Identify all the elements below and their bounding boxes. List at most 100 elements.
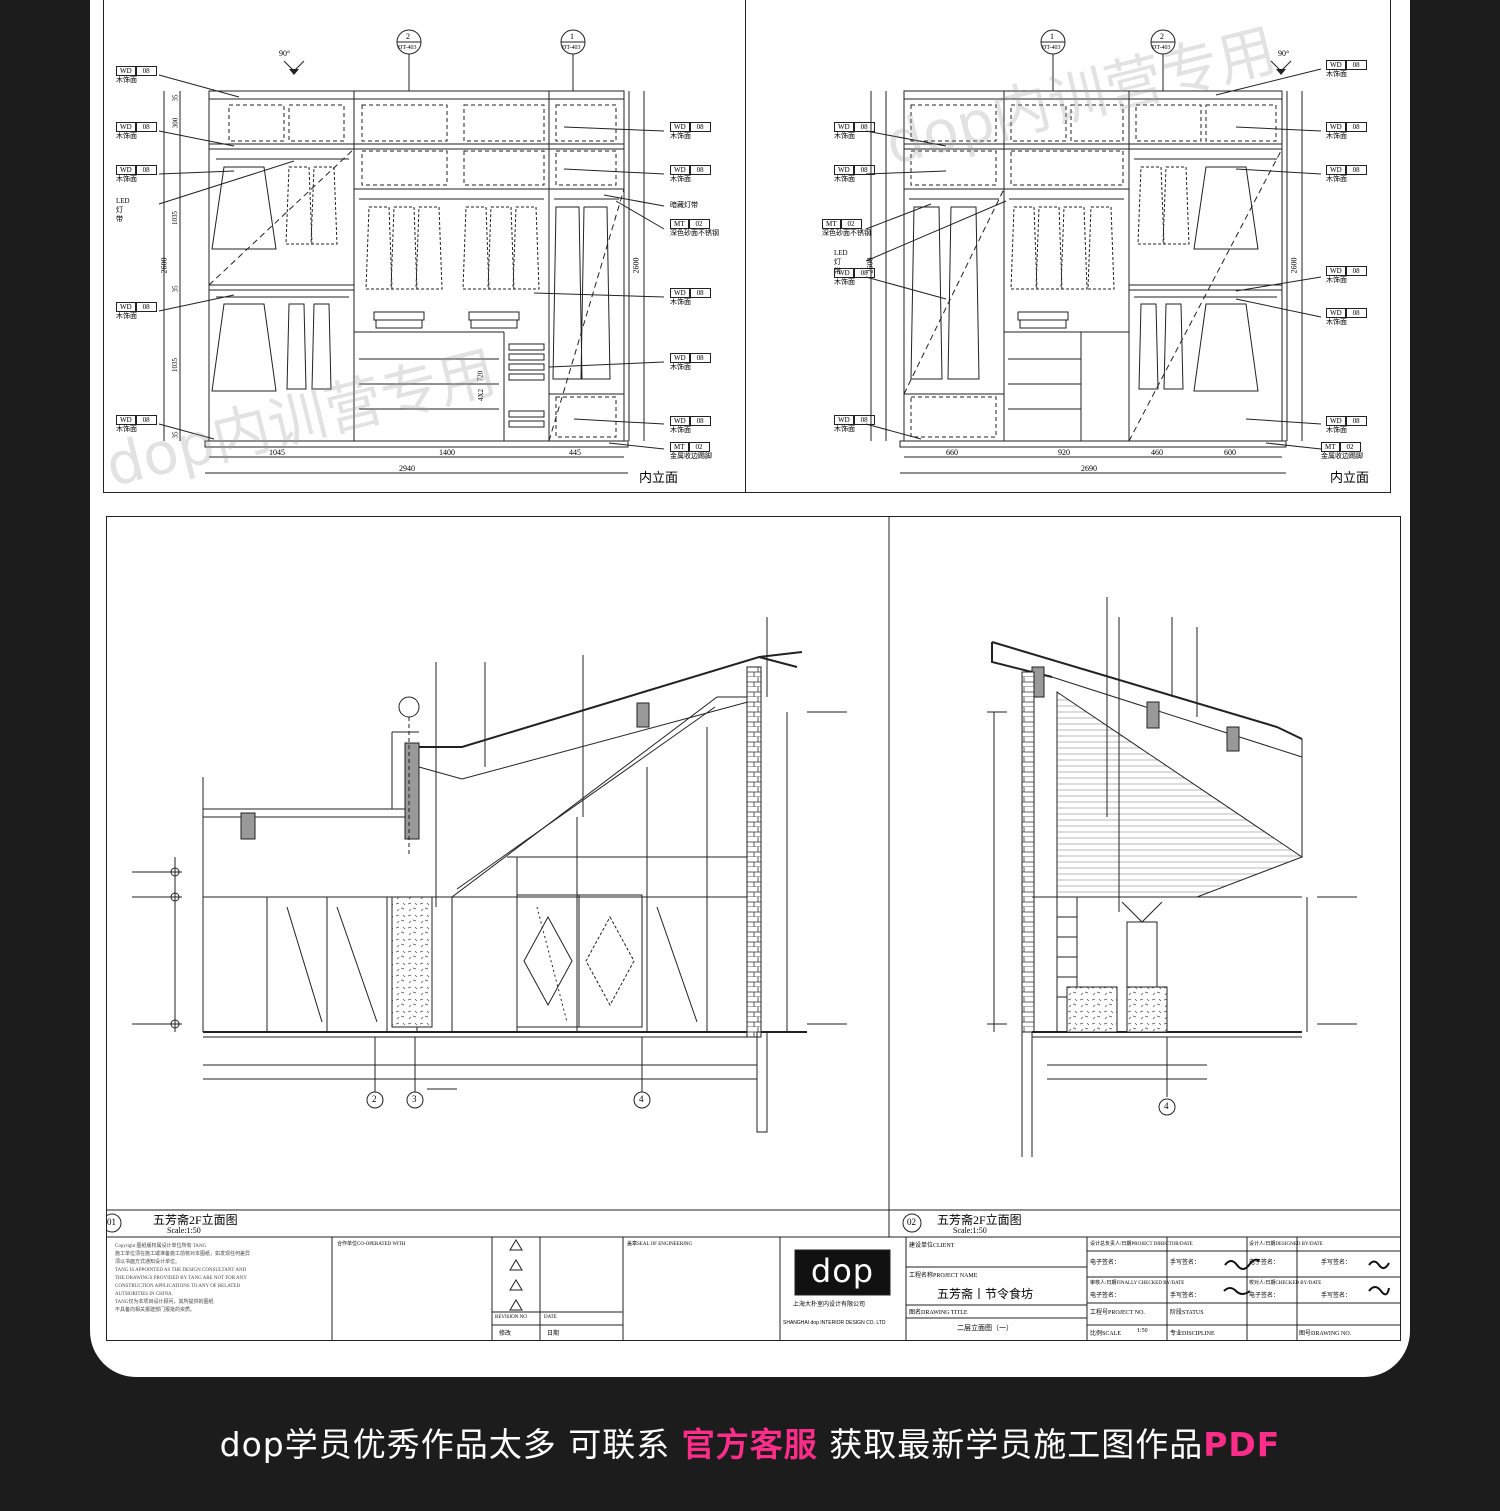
- elevation-drawing: [107, 517, 1400, 1340]
- section-bubble-2: 2: [1160, 32, 1164, 41]
- tag-text: 木饰面: [1326, 175, 1347, 183]
- drawing-no-label: 图号DRAWING NO.: [1299, 1331, 1352, 1337]
- dim-total: 2690: [1081, 464, 1097, 473]
- copyright-line: 施工单位须在施工或准备施工前核对本图纸，如发现任何差异: [115, 1252, 251, 1257]
- scale-value: 1:50: [1137, 1328, 1148, 1334]
- revise-label: 修改: [499, 1331, 512, 1337]
- dim-v-35a: 35: [171, 94, 180, 102]
- tag-text: 金属收边踢脚: [1321, 452, 1363, 460]
- tag-num: 08: [1345, 60, 1367, 70]
- tag-code: WD: [834, 268, 854, 278]
- view1-scale: Scale:1:50: [167, 1226, 201, 1235]
- grid-bubble-2: 2: [372, 1094, 377, 1104]
- dim-bottom-3: 460: [1151, 448, 1163, 457]
- tag-code: WD: [834, 122, 854, 132]
- building-elevation-sheet: 01 五芳斋2F立面图 Scale:1:50 02 五芳斋2F立面图 Scale…: [106, 516, 1401, 1341]
- tag-code: WD: [116, 302, 136, 312]
- tag-num: 08: [135, 165, 157, 175]
- final-check-label: 审核人/日期FINALLY CHECKED BY/DATE: [1090, 1281, 1185, 1286]
- dim-height-right: 2600: [1289, 257, 1299, 274]
- tag-num: 08: [689, 288, 711, 298]
- company-logo: dop: [810, 1252, 875, 1290]
- tag-num: 02: [688, 219, 710, 229]
- dim-bottom-1: 1045: [269, 448, 285, 457]
- pdf-highlight: PDF: [1203, 1425, 1281, 1464]
- footer-text-1: dop学员优秀作品太多 可联系: [219, 1425, 682, 1464]
- project-label: 工程名称PROJECT NAME: [909, 1273, 978, 1279]
- tag-code: WD: [1326, 60, 1346, 70]
- project-name: 五芳斋丨节令食坊: [937, 1287, 1034, 1301]
- tag-text: 深色砂面不锈钢: [670, 229, 719, 237]
- angle-label: 90°: [1278, 49, 1290, 58]
- company-name-en: SHANGHAI dop INTERIOR DESIGN CO. LTD: [783, 1320, 886, 1326]
- cooperated-label: 合作单位CO-OPERATED WITH: [337, 1242, 406, 1247]
- tag-code: WD: [1326, 122, 1346, 132]
- copyright-line: 不具备向相关报建部门报批的资质。: [115, 1308, 196, 1313]
- director-label: 设计总负责人/日期PROJECT DIRECTOR/DATE: [1090, 1242, 1193, 1247]
- tag-text: 木饰面: [1326, 318, 1347, 326]
- tag-code: MT: [1321, 442, 1340, 452]
- tag-text: 木饰面: [834, 278, 855, 286]
- tag-text: 木饰面: [1326, 276, 1347, 284]
- tag-num: 08: [853, 122, 875, 132]
- dim-v-35b: 35: [171, 285, 180, 293]
- section-bubble-1: 1: [1050, 32, 1054, 41]
- wardrobe-right-drawing: [865, 29, 1322, 474]
- tag-code: WD: [1326, 165, 1346, 175]
- dim-bottom-2: 1400: [439, 448, 455, 457]
- view2-scale: Scale:1:50: [953, 1226, 987, 1235]
- copyright-notice: Copyright 图纸版权属设计单位所有 TANG 施工单位须在施工或准备施工…: [115, 1243, 329, 1315]
- copyright-line: AUTHORITIES IN CHINA.: [115, 1292, 173, 1297]
- tag-num: 08: [1345, 266, 1367, 276]
- tag-code: WD: [670, 416, 690, 426]
- dim-bottom-3: 445: [569, 448, 581, 457]
- tag-code: WD: [116, 165, 136, 175]
- client-label: 建设单位CLIENT: [909, 1243, 955, 1249]
- customer-service-link[interactable]: 官方客服: [681, 1425, 818, 1464]
- tag-num: 08: [135, 66, 157, 76]
- tag-num: 02: [840, 219, 862, 229]
- tag-code: WD: [116, 66, 136, 76]
- tag-num: 08: [853, 415, 875, 425]
- scale-label: 比例SCALE: [1090, 1331, 1122, 1337]
- dim-v-1035a: 1035: [171, 211, 179, 225]
- dim-height-left: 2600: [159, 257, 169, 274]
- tag-code: WD: [670, 288, 690, 298]
- tag-num: 08: [1345, 122, 1367, 132]
- tag-text: 木饰面: [670, 426, 691, 434]
- section-bubble-2-ref: DT-403: [1152, 45, 1171, 51]
- dim-bottom-2: 920: [1058, 448, 1070, 457]
- tag-text: 木饰面: [670, 175, 691, 183]
- tag-text: 木饰面: [834, 425, 855, 433]
- tag-text: 木饰面: [1326, 426, 1347, 434]
- grid-bubble-4: 4: [639, 1094, 644, 1104]
- section-bubble-2: 2: [406, 32, 410, 41]
- hand-sign-label-4: 手写签名：: [1321, 1293, 1352, 1299]
- copyright-line: THE DRAWINGS PROVIDED BY TANG ARE NOT FO…: [115, 1276, 247, 1281]
- tag-text: 金属收边踢脚: [670, 452, 712, 460]
- section-bubble-1-ref: DT-403: [562, 45, 581, 51]
- view2-number: 02: [907, 1217, 916, 1227]
- view2-title: 五芳斋2F立面图: [937, 1213, 1022, 1227]
- tag-num: 08: [853, 268, 875, 278]
- date-label: 日期: [547, 1331, 560, 1337]
- tag-code: MT: [670, 219, 689, 229]
- copyright-line: TANG仅为本项目设计顾问，其所提供的图纸: [115, 1300, 214, 1305]
- tag-num: 08: [1345, 165, 1367, 175]
- copyright-line: CONSTRUCTION APPLICATIONS TO ANY OF RELA…: [115, 1284, 241, 1289]
- tag-num: 08: [135, 415, 157, 425]
- dim-v-1035b: 1035: [171, 358, 179, 372]
- tag-code: WD: [834, 415, 854, 425]
- tag-num: 02: [1339, 442, 1361, 452]
- company-name-cn: 上海大朴室内设计有限公司: [793, 1302, 866, 1308]
- section-bubble-1: 1: [570, 32, 574, 41]
- tag-code: WD: [116, 122, 136, 132]
- discipline-label: 专业DISCIPLINE: [1170, 1331, 1215, 1337]
- view1-number: 01: [107, 1217, 116, 1227]
- revision-no-label: REVISION NO: [495, 1315, 527, 1320]
- footer-banner: dop学员优秀作品太多 可联系 官方客服 获取最新学员施工图作品PDF: [0, 1418, 1500, 1466]
- checked-label: 校对人/日期CHECKED BY/DATE: [1249, 1281, 1322, 1286]
- led-label: LED灯带: [834, 249, 848, 275]
- designed-label: 设计人/日期DESIGNED BY/DATE: [1249, 1242, 1323, 1247]
- tag-text: 木饰面: [834, 132, 855, 140]
